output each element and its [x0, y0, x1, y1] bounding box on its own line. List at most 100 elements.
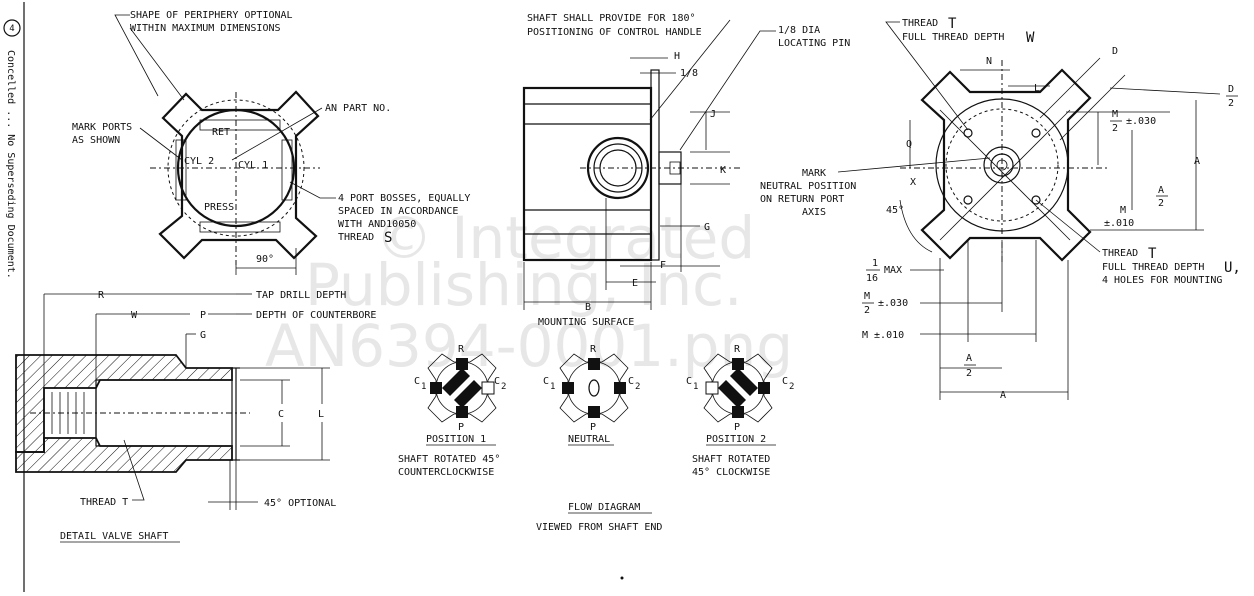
thread-t-top-letter: T	[948, 16, 957, 32]
detail-valve-shaft: R TAP DRILL DEPTH W P DEPTH OF COUNTERBO…	[15, 290, 376, 543]
thread-u-letter: T	[1148, 246, 1157, 262]
mark-note-line2: NEUTRAL POSITION	[760, 181, 856, 192]
revision-number: 4	[9, 24, 14, 34]
front-view-body	[158, 90, 320, 260]
detail-dim-w: W	[131, 310, 138, 321]
front-view: RET CYL 2 CYL 1 PRESS 90° SHAPE OF PERIP…	[72, 10, 470, 275]
dim-g: G	[704, 222, 710, 233]
m2-030-num: M	[864, 291, 870, 302]
dim-e: E	[632, 278, 638, 289]
thread-s-letter: S	[384, 230, 392, 246]
full-depth-w: FULL THREAD DEPTH	[902, 32, 1004, 43]
pos1-desc-line1: SHAFT ROTATED 45°	[398, 454, 500, 465]
m-010-tol: ±.010	[1104, 218, 1134, 229]
shaft-circle-outer	[586, 136, 650, 200]
pos1-label: POSITION 1	[426, 434, 486, 445]
flow-diagram-caption: FLOW DIAGRAM VIEWED FROM SHAFT END	[536, 502, 662, 533]
a2-bottom-den: 2	[966, 368, 972, 379]
end-view: THREAD T FULL THREAD DEPTH W D N L D 2 M…	[760, 16, 1241, 401]
pos2-desc-line1: SHAFT ROTATED	[692, 454, 770, 465]
pos2-r: R	[734, 344, 741, 355]
angle-45: 45°	[886, 205, 904, 216]
side-note-strip: 4 Concelled ... No Superseding Document.	[3, 2, 25, 592]
m2-030-tol: ±.030	[878, 298, 908, 309]
thread-t-top: THREAD	[902, 18, 938, 29]
detail-dim-r: R	[98, 290, 105, 301]
end-view-body	[920, 68, 1092, 262]
m2-030-den: 2	[864, 305, 870, 316]
pos2-c1-sub: 1	[693, 382, 698, 392]
dim-q: Q	[906, 139, 912, 150]
flow-diagram-subtitle: VIEWED FROM SHAFT END	[536, 522, 662, 533]
mark-ports-line2: AS SHOWN	[72, 135, 120, 146]
dim-k: K	[720, 165, 726, 176]
a-over-2-den: 2	[1158, 198, 1164, 209]
optional-label: 45° OPTIONAL	[264, 498, 336, 509]
pos2-desc-line2: 45° CLOCKWISE	[692, 467, 770, 478]
pos2-p: P	[734, 422, 740, 433]
pos2-c2: C	[782, 376, 788, 387]
flow-diagram-position-2: R P C 1 C 2 POSITION 2 SHAFT ROTATED 45°…	[686, 344, 794, 478]
detail-dim-g: G	[200, 330, 206, 341]
d-over-2-num: D	[1228, 84, 1234, 95]
locating-pin-line1: 1/8 DIA	[778, 25, 820, 36]
thread-u-line3: 4 HOLES FOR MOUNTING	[1102, 275, 1222, 286]
detail-dim-c: C	[278, 409, 284, 420]
pos2-label: POSITION 2	[706, 434, 766, 445]
neutral-r: R	[590, 344, 597, 355]
m-over-2-den: 2	[1112, 123, 1118, 134]
detail-title: DETAIL VALVE SHAFT	[60, 531, 168, 542]
mark-note-line3: ON RETURN PORT	[760, 194, 844, 205]
neutral-p: P	[590, 422, 596, 433]
cyl2-port-label: CYL 2	[184, 156, 214, 167]
shape-note-line2: WITHIN MAXIMUM DIMENSIONS	[130, 23, 281, 34]
dim-x: X	[910, 177, 916, 188]
neutral-c2: C	[628, 376, 634, 387]
ret-port-label: RET	[212, 127, 230, 138]
dim-f: F	[660, 260, 666, 271]
dim-n: N	[986, 56, 992, 67]
cancelled-note: Concelled ... No Superseding Document.	[5, 50, 16, 279]
thread-u-line2: FULL THREAD DEPTH	[1102, 262, 1204, 273]
full-depth-w-letter: W	[1026, 30, 1035, 46]
m-over-2-tol: ±.030	[1126, 116, 1156, 127]
bosses-note-line3: WITH AND10050	[338, 219, 416, 230]
detail-dim-p: P	[200, 310, 206, 321]
side-view: SHAFT SHALL PROVIDE FOR 180° POSITIONING…	[522, 13, 850, 328]
neutral-c1-sub: 1	[550, 382, 555, 392]
flow-diagram-neutral: R P C 1 C 2 NEUTRAL	[543, 344, 640, 446]
d-over-2-den: 2	[1228, 98, 1234, 109]
shape-note-line1: SHAPE OF PERIPHERY OPTIONAL	[130, 10, 293, 21]
pos1-c1: C	[414, 376, 420, 387]
thread-u-depth-letter: U,	[1224, 260, 1241, 276]
dim-l: L	[1034, 83, 1040, 94]
a-over-2-num: A	[1158, 185, 1164, 196]
dim-h: H	[674, 51, 680, 62]
mark-ports-line1: MARK PORTS	[72, 122, 132, 133]
thread-u-line1: THREAD	[1102, 248, 1138, 259]
mounting-surface-label: MOUNTING SURFACE	[538, 317, 634, 328]
m-over-2-num: M	[1112, 109, 1118, 120]
watermark-line-3: AN6394-0001.png	[265, 312, 793, 380]
pos1-c2-sub: 2	[501, 382, 506, 392]
tap-drill-label: TAP DRILL DEPTH	[256, 290, 346, 301]
shaft-note-line2: POSITIONING OF CONTROL HANDLE	[527, 27, 702, 38]
an-part-no-label: AN PART NO.	[325, 103, 391, 114]
bosses-note-line1: 4 PORT BOSSES, EQUALLY	[338, 193, 470, 204]
m-010-bottom: M ±.010	[862, 330, 904, 341]
sixteenth-den: 16	[866, 273, 878, 284]
watermark: © Integrated Publishing, Inc. AN6394-000…	[265, 204, 793, 380]
pos1-p: P	[458, 422, 464, 433]
thread-t-detail: THREAD T	[80, 497, 128, 508]
press-port-label: PRESS	[204, 202, 234, 213]
pos2-c2-sub: 2	[789, 382, 794, 392]
locating-pin-line2: LOCATING PIN	[778, 38, 850, 49]
flow-diagram-position-1: R P C 1 C 2 POSITION 1 SHAFT ROTATED 45°…	[398, 344, 506, 478]
dim-a-bottom: A	[1000, 390, 1006, 401]
neutral-c2-sub: 2	[635, 382, 640, 392]
pos1-c1-sub: 1	[421, 382, 426, 392]
pos1-c2: C	[494, 376, 500, 387]
neutral-label: NEUTRAL	[568, 434, 610, 445]
